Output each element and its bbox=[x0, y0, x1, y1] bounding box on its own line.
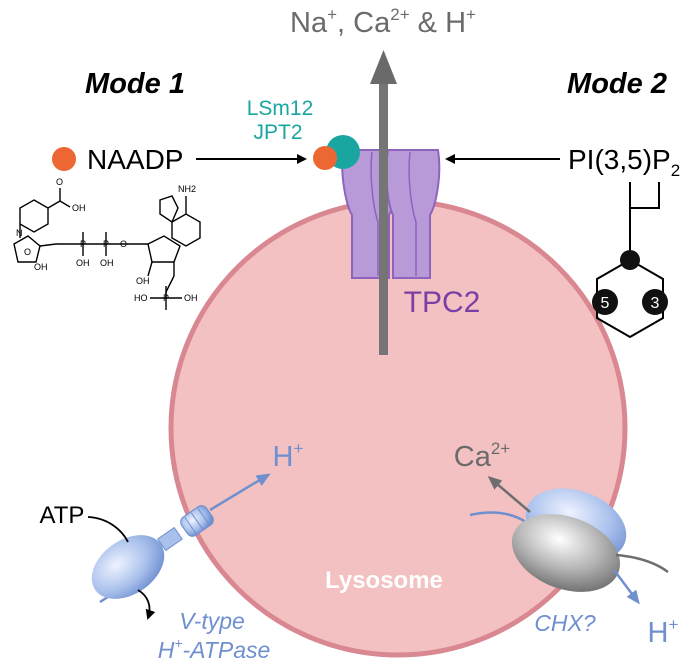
v-atpase bbox=[87, 473, 271, 620]
chem-oh-p2: OH bbox=[100, 258, 114, 268]
mode-1-label: Mode 1 bbox=[85, 68, 185, 100]
chem-oh-carboxyl: OH bbox=[72, 203, 86, 213]
ion-flux-arrow bbox=[370, 50, 397, 355]
naadp-label: NAADP bbox=[87, 144, 183, 175]
tpc2-label: TPC2 bbox=[404, 286, 481, 319]
chx-label: CHX? bbox=[534, 610, 596, 636]
chx-h-arrow bbox=[613, 569, 640, 605]
v-atpase-proton-arrow bbox=[209, 473, 271, 512]
chx-h: H bbox=[648, 617, 669, 649]
lysosome-label: Lysosome bbox=[325, 567, 443, 594]
naadp-chemical-structure: OH O NH2 N O OH P P O OH OH OH P HO OH bbox=[13, 177, 201, 310]
inositol-3-circle bbox=[642, 289, 668, 315]
mode-2-label: Mode 2 bbox=[567, 68, 667, 100]
pi35p2-prefix: PI(3,5)P bbox=[568, 144, 671, 175]
chx-exchanger bbox=[469, 476, 669, 605]
chem-p2: P bbox=[103, 239, 109, 249]
chx-h-charge: + bbox=[669, 615, 679, 634]
adp-release-arrow bbox=[137, 589, 156, 620]
h-ion-charge: + bbox=[466, 5, 476, 24]
v-atpase-line2-h: H bbox=[158, 637, 175, 663]
chx-membrane-line-gray bbox=[615, 553, 669, 574]
ca-ion: Ca bbox=[353, 7, 391, 39]
naadp-bound-dot bbox=[313, 146, 337, 170]
na-ion-charge: + bbox=[327, 5, 337, 24]
chem-o-ring: O bbox=[24, 247, 31, 257]
tpc2-inner-helix-right bbox=[408, 151, 417, 276]
chx-h-ion: H+ bbox=[648, 615, 679, 649]
h-ion: H bbox=[445, 7, 466, 39]
chx-ca: Ca bbox=[454, 441, 492, 473]
v-atpase-line2-rest: -ATPase bbox=[183, 637, 271, 663]
v-atpase-label-line1: V-type bbox=[179, 608, 245, 634]
chem-p3: P bbox=[163, 293, 169, 303]
released-ions-label: Na+, Ca2+ & H+ bbox=[290, 5, 476, 39]
chx-ca-arrow bbox=[487, 476, 531, 513]
chx-ca-ion: Ca2+ bbox=[454, 439, 511, 473]
v-atpase-v1-domain bbox=[91, 535, 165, 599]
v-atpase-label-line2: H+-ATPase bbox=[158, 635, 271, 663]
chem-ho-p3: HO bbox=[134, 293, 148, 303]
chem-oh-sugar1: OH bbox=[34, 262, 48, 272]
naadp-dot bbox=[52, 147, 76, 171]
atp-binding-line bbox=[87, 516, 129, 543]
v-atpase-h: H bbox=[273, 441, 294, 473]
v-atpase-v0-ring bbox=[180, 505, 214, 537]
ion-ampersand: & bbox=[410, 7, 445, 39]
chx-lower-ellipse bbox=[511, 514, 621, 592]
inositol-5-label: 5 bbox=[601, 295, 610, 312]
ion-separator: , bbox=[337, 7, 353, 39]
v-atpase-h-ion: H+ bbox=[273, 439, 304, 473]
chx-membrane-line-blue bbox=[469, 511, 527, 524]
chem-o-carbonyl: O bbox=[56, 177, 63, 187]
ca-ion-charge: 2+ bbox=[390, 5, 409, 24]
atp-label: ATP bbox=[40, 502, 85, 529]
v-atpase-stalk bbox=[157, 526, 183, 552]
pi35p2-label: PI(3,5)P2 bbox=[568, 144, 680, 180]
tpc2-inner-helix-left bbox=[370, 151, 379, 276]
na-ion: Na bbox=[290, 7, 328, 39]
inositol-5-circle bbox=[592, 289, 618, 315]
inositol-3-label: 3 bbox=[651, 295, 660, 312]
jpt2-label: JPT2 bbox=[253, 121, 302, 144]
chem-p1: P bbox=[80, 239, 86, 249]
chx-ca-charge: 2+ bbox=[491, 439, 510, 458]
chem-oh-p1: OH bbox=[76, 258, 90, 268]
chem-oh-sugar2: OH bbox=[136, 276, 150, 286]
chem-nh2: NH2 bbox=[178, 184, 196, 194]
v-atpase-h-charge: + bbox=[294, 439, 304, 458]
v-atpase-line2-charge: + bbox=[174, 635, 182, 651]
chem-o-link: O bbox=[120, 239, 127, 249]
chem-oh-p3: OH bbox=[184, 293, 198, 303]
pi35p2-subscript: 2 bbox=[671, 161, 680, 180]
pi35p2-structure bbox=[596, 182, 664, 339]
inositol-c1-dot bbox=[620, 250, 640, 270]
chem-n-pyridinium: N bbox=[16, 228, 23, 238]
lsm12-label: LSm12 bbox=[247, 97, 314, 120]
